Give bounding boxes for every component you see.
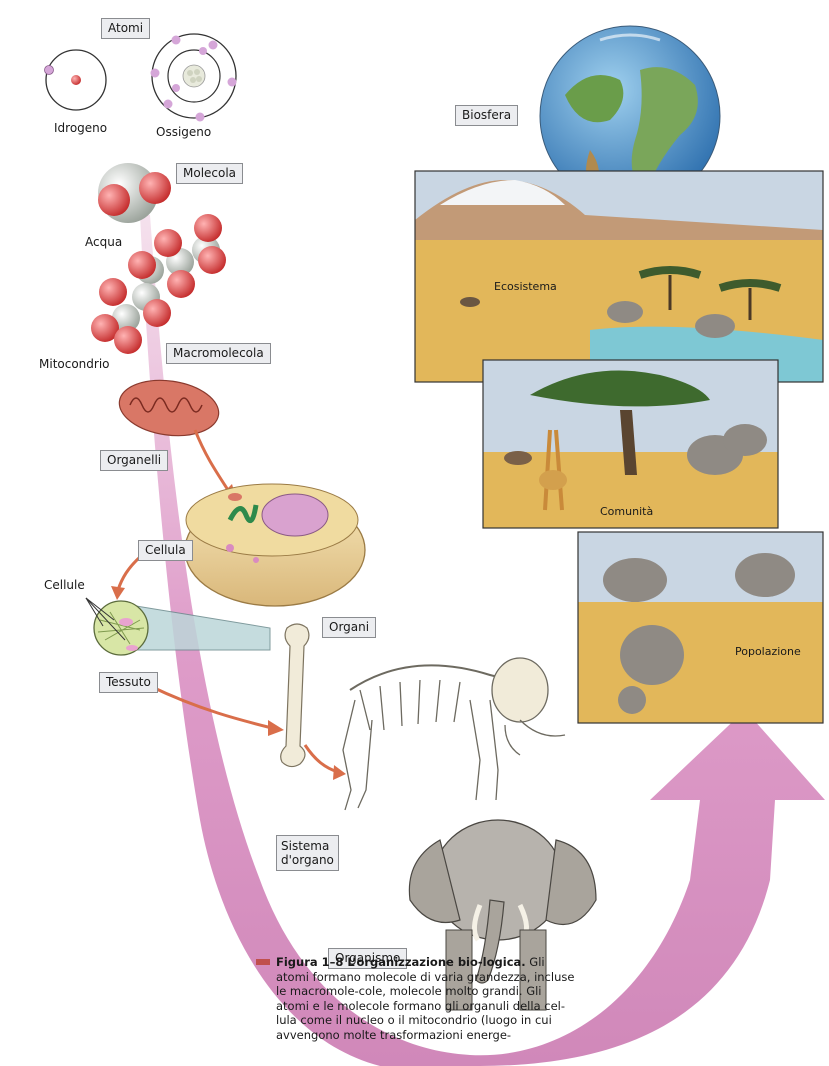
community-panel (483, 360, 778, 528)
label-sistema-line2: d'organo (281, 853, 334, 867)
label-ecosistema: Ecosistema (494, 280, 557, 293)
label-tessuto: Tessuto (99, 672, 158, 693)
label-sistema-organo: Sistema d'organo (276, 835, 339, 871)
label-sistema-line1: Sistema (281, 839, 334, 853)
label-organelli: Organelli (100, 450, 168, 471)
label-comunita: Comunità (600, 505, 653, 518)
label-cellule: Cellule (44, 578, 85, 593)
caption-marker (256, 959, 270, 965)
label-acqua: Acqua (85, 235, 122, 250)
elephant-skeleton-icon (343, 658, 565, 810)
label-popolazione: Popolazione (735, 645, 801, 658)
cell-icon (185, 484, 365, 606)
label-atomi: Atomi (101, 18, 150, 39)
arrowhead-icon (111, 586, 125, 600)
label-macromolecola: Macromolecola (166, 343, 271, 364)
label-ossigeno: Ossigeno (156, 125, 211, 140)
arrowhead-icon (333, 765, 346, 780)
arrow-organelli-cell (195, 430, 228, 490)
label-organi: Organi (322, 617, 376, 638)
oxygen-atom-icon (151, 34, 237, 122)
bone-icon (281, 624, 309, 767)
hydrogen-atom-icon (45, 50, 107, 110)
label-molecola: Molecola (176, 163, 243, 184)
water-molecule-icon (98, 163, 171, 223)
arrowhead-icon (268, 720, 284, 736)
label-cellula: Cellula (138, 540, 193, 561)
arrow-bone-skeleton (305, 745, 338, 772)
caption-title: Figura 1–8 L’organizzazione bio-logica. (276, 955, 526, 969)
label-idrogeno: Idrogeno (54, 121, 107, 136)
mitochondrion-icon (116, 374, 223, 441)
population-panel (578, 532, 823, 723)
label-biosfera: Biosfera (455, 105, 518, 126)
arrow-cellula-tissue (118, 557, 140, 590)
ecosystem-panel (415, 171, 823, 382)
figure-caption: Figura 1–8 L’organizzazione bio-logica. … (276, 955, 576, 1043)
label-mitocondrio: Mitocondrio (39, 357, 110, 372)
